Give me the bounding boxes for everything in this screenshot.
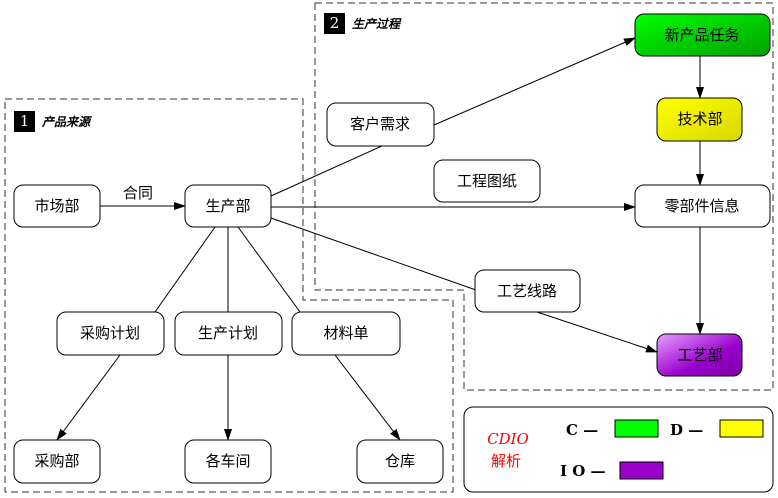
edge-production-purchaseplan	[154, 226, 216, 313]
section-2-boundary	[314, 2, 774, 391]
legend-swatch-io	[619, 461, 664, 480]
edge-production-customer	[270, 145, 383, 197]
node-market: 市场部	[13, 184, 101, 228]
svg-text:新产品任务: 新产品任务	[664, 26, 739, 44]
node-new-product-task: 新产品任务	[634, 13, 771, 57]
edge-material-warehouse	[334, 354, 401, 441]
node-customer-demand: 客户需求	[326, 102, 435, 147]
node-material-list: 材料单	[291, 311, 401, 356]
legend-swatch-c	[614, 419, 659, 438]
section-2-header: 2 生产过程	[324, 13, 402, 34]
svg-text:采购计划: 采购计划	[80, 324, 140, 342]
node-parts-info: 零部件信息	[634, 184, 771, 228]
node-warehouse: 仓库	[356, 439, 444, 484]
legend-label-c: C —	[566, 421, 598, 439]
legend-label-d: D —	[670, 421, 703, 439]
edge-production-route	[270, 217, 477, 291]
edges: 合同	[56, 37, 704, 441]
svg-text:技术部: 技术部	[677, 110, 722, 128]
section-2-number: 2	[330, 14, 340, 32]
svg-text:客户需求: 客户需求	[350, 115, 410, 133]
node-process-dept: 工艺部	[656, 333, 743, 377]
svg-text:材料单: 材料单	[323, 324, 368, 342]
edge-route-processdept	[536, 311, 658, 353]
edge-purchaseplan-purchasedept	[56, 354, 121, 441]
node-purchase-dept: 采购部	[13, 439, 101, 484]
svg-text:仓库: 仓库	[385, 452, 415, 470]
legend: CDIO 解析 C — D — I O —	[463, 406, 774, 493]
node-production: 生产部	[184, 184, 272, 228]
node-production-plan: 生产计划	[174, 311, 283, 356]
svg-text:工艺线路: 工艺线路	[497, 282, 557, 300]
section-1-header: 1 产品来源	[14, 111, 93, 132]
legend-label-io: I O —	[560, 462, 606, 480]
svg-text:各车间: 各车间	[205, 452, 250, 470]
section-2-title: 生产过程	[352, 17, 402, 31]
section-1-boundary	[4, 98, 454, 493]
legend-swatch-d	[719, 419, 764, 438]
svg-text:零部件信息: 零部件信息	[664, 197, 739, 215]
legend-title-cdio: CDIO	[487, 430, 529, 448]
node-tech-dept: 技术部	[656, 97, 743, 142]
node-workshops: 各车间	[184, 439, 272, 484]
node-purchase-plan: 采购计划	[56, 311, 165, 356]
edge-label-contract: 合同	[123, 184, 153, 202]
node-process-route: 工艺线路	[474, 269, 581, 313]
svg-text:生产部: 生产部	[205, 197, 250, 215]
section-1-title: 产品来源	[41, 115, 93, 129]
edge-customer-newtask	[433, 37, 636, 126]
svg-text:工艺部: 工艺部	[677, 346, 722, 364]
svg-text:市场部: 市场部	[34, 197, 79, 215]
section-1-number: 1	[20, 112, 30, 130]
edge-production-material	[237, 226, 301, 313]
legend-title-analysis: 解析	[491, 452, 521, 470]
svg-text:采购部: 采购部	[34, 452, 79, 470]
svg-text:工程图纸: 工程图纸	[457, 172, 517, 190]
node-engineering-drawing: 工程图纸	[433, 159, 541, 203]
svg-text:生产计划: 生产计划	[198, 324, 258, 342]
